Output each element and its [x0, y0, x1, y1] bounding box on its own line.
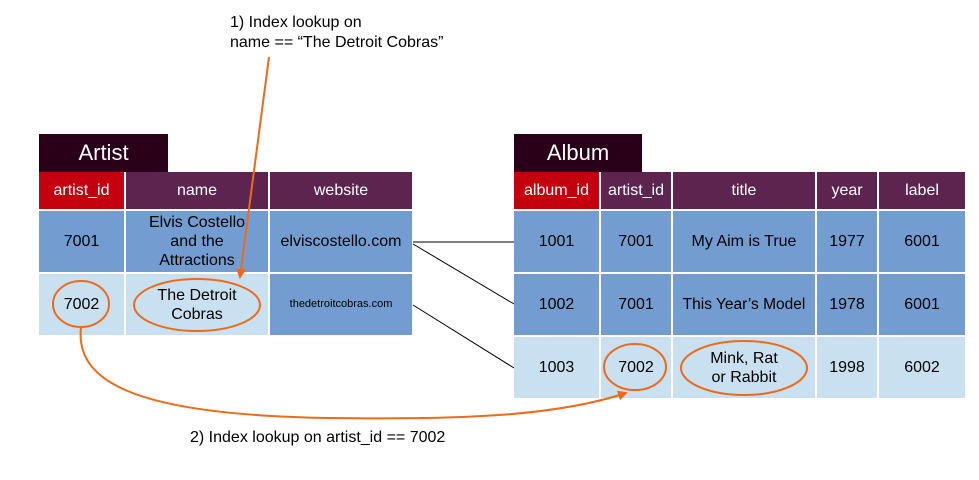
step1-caption-line2: name == “The Detroit Cobras” — [230, 34, 444, 51]
album-cell-label: 6001 — [879, 211, 965, 272]
artist-cell-name: Elvis Costello and the Attractions — [126, 211, 268, 272]
step1-caption: 1) Index lookup on name == “The Detroit … — [230, 13, 443, 53]
artist-cell-website: elviscostello.com — [270, 211, 412, 272]
album-header-label: label — [879, 172, 965, 209]
album-cell-title: This Year’s Model — [673, 274, 815, 335]
album-cell-album-id: 1001 — [514, 211, 599, 272]
album-header-title: title — [673, 172, 815, 209]
album-cell-artist-id: 7001 — [601, 211, 671, 272]
artist-table-title: Artist — [39, 134, 168, 172]
album-cell-album-id: 1002 — [514, 274, 599, 335]
artist-cell-name: The Detroit Cobras — [126, 274, 268, 335]
artist-header-name: name — [126, 172, 268, 209]
album-cell-title: My Aim is True — [673, 211, 815, 272]
album-cell-label: 6002 — [879, 337, 965, 398]
album-header-year: year — [817, 172, 877, 209]
album-cell-artist-id: 7001 — [601, 274, 671, 335]
album-cell-year: 1998 — [817, 337, 877, 398]
step2-caption: 2) Index lookup on artist_id == 7002 — [190, 429, 446, 446]
artist-header-website: website — [270, 172, 412, 209]
step1-caption-line1: 1) Index lookup on — [230, 14, 362, 31]
artist-cell-artist-id: 7001 — [39, 211, 124, 272]
album-cell-artist-id: 7002 — [601, 337, 671, 398]
album-cell-year: 1978 — [817, 274, 877, 335]
connector-line — [412, 304, 515, 369]
album-cell-album-id: 1003 — [514, 337, 599, 398]
artist-cell-artist-id: 7002 — [39, 274, 124, 335]
artist-cell-website: thedetroitcobras.com — [270, 274, 412, 335]
album-header-artist-id: artist_id — [601, 172, 671, 209]
connector-line — [412, 243, 515, 305]
album-cell-title: Mink, Rat or Rabbit — [673, 337, 815, 398]
album-header-album-id: album_id — [514, 172, 599, 209]
album-cell-year: 1977 — [817, 211, 877, 272]
album-cell-label: 6001 — [879, 274, 965, 335]
artist-header-artist-id: artist_id — [39, 172, 124, 209]
album-table-title: Album — [514, 134, 642, 172]
